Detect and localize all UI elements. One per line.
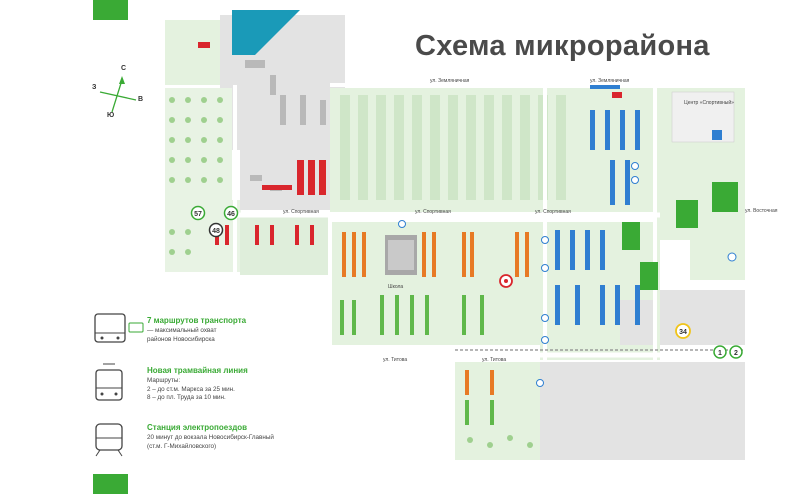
stadium-label: Центр «Спортивный» — [684, 99, 734, 106]
park-trees — [169, 97, 533, 448]
legend-bus-line: — максимальный охват — [147, 327, 217, 334]
street-labels: ул. Земляничная ул. Земляничная ул. Спор… — [283, 78, 778, 363]
compass-north: С — [121, 65, 127, 72]
street-sportivnaya-west: ул. Спортивная — [283, 209, 319, 215]
bus-icon — [94, 313, 144, 343]
bus-stop-46-label: 46 — [227, 211, 235, 218]
street-zemlyanichnaya-east: ул. Земляничная — [590, 78, 630, 84]
street-vostochnaya: ул. Восточная — [745, 208, 778, 214]
legend-train-text: 20 минут до вокзала Новосибирск-Главный … — [147, 434, 274, 451]
legend-bus-line: районов Новосибирска — [147, 335, 215, 343]
bottom-accent-bar — [93, 474, 128, 494]
bus-stop-34[interactable]: 34 — [675, 323, 691, 339]
legend-tram-line: Маршруты: — [147, 377, 181, 384]
street-titova-west: ул. Титова — [383, 357, 407, 363]
compass-east: В — [138, 96, 144, 103]
compass-south: Ю — [107, 112, 115, 119]
location-pin[interactable] — [499, 274, 513, 288]
tram-stop-2-label: 2 — [734, 350, 738, 357]
bus-stop-48-label: 48 — [212, 228, 220, 235]
private-housing-blocks — [340, 95, 566, 200]
street-sportivnaya-east: ул. Спортивная — [535, 209, 571, 215]
school-label: Школа — [388, 284, 403, 290]
bus-stop-57[interactable]: 57 — [190, 205, 206, 221]
legend-bus-text: — максимальный охват районов Новосибирск… — [147, 327, 217, 344]
bus-stop-57-label: 57 — [194, 211, 202, 218]
tram-stop-1[interactable]: 1 — [713, 345, 727, 359]
street-zemlyanichnaya-west: ул. Земляничная — [430, 78, 470, 84]
compass-arrows — [99, 76, 137, 113]
legend-train-title: Станция электропоездов — [147, 423, 248, 432]
street-sportivnaya-center: ул. Спортивная — [415, 209, 451, 215]
top-accent-bar — [93, 0, 128, 20]
school-building — [385, 235, 417, 275]
train-icon — [95, 423, 123, 457]
legend-bus-title: 7 маршрутов транспорта — [147, 316, 247, 325]
legend-train-line: (ст.м. Г-Михайловского) — [147, 442, 217, 450]
compass-west: З — [92, 84, 97, 91]
legend-tram-text: Маршруты: 2 – до ст.м. Маркса за 25 мин.… — [147, 377, 235, 403]
tram-icon — [95, 363, 123, 401]
legend-tram-line: 2 – до ст.м. Маркса за 25 мин. — [147, 385, 235, 393]
stadium — [622, 91, 738, 290]
bus-stop-34-label: 34 — [679, 329, 687, 336]
street-titova-east: ул. Титова — [482, 357, 506, 363]
poi-markers — [398, 162, 737, 387]
buildings-orange — [342, 232, 529, 395]
tram-stop-2[interactable]: 2 — [729, 345, 743, 359]
bus-stop-46[interactable]: 46 — [223, 205, 239, 221]
legend-train-line: 20 минут до вокзала Новосибирск-Главный — [147, 434, 274, 441]
buildings-blue — [555, 85, 640, 325]
bus-stop-48[interactable]: 48 — [208, 222, 224, 238]
legend-tram-line: 8 – до пл. Труда за 10 мин. — [147, 394, 226, 402]
road-network — [230, 83, 745, 360]
page-title: Схема микрорайона — [415, 30, 710, 62]
legend-tram-title: Новая трамвайная линия — [147, 366, 248, 375]
tram-stop-1-label: 1 — [718, 350, 722, 357]
buildings-green — [340, 295, 494, 425]
